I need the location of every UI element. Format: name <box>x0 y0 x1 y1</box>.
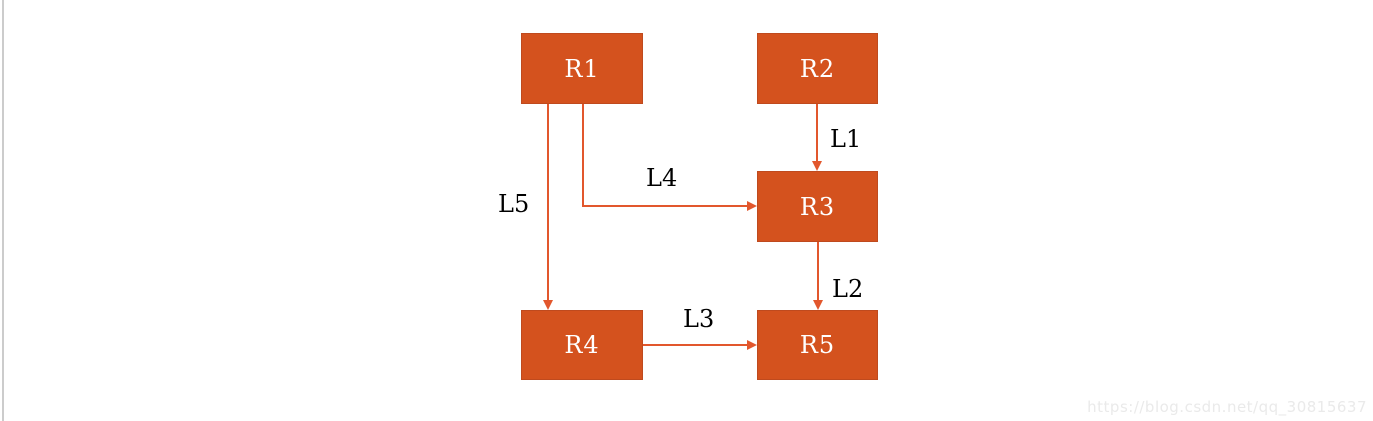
node-r5: R5 <box>757 310 878 380</box>
node-r3: R3 <box>757 171 878 242</box>
node-r2: R2 <box>757 33 878 104</box>
node-r4-label: R4 <box>564 331 600 359</box>
edge-label-l3: L3 <box>683 305 715 333</box>
edge-l1 <box>812 104 822 171</box>
node-r1: R1 <box>521 33 643 104</box>
edge-label-l2: L2 <box>832 275 864 303</box>
edge-l4 <box>582 104 757 211</box>
node-r1-label: R1 <box>564 54 600 83</box>
node-r2-label: R2 <box>799 54 836 83</box>
edge-l3 <box>643 340 757 350</box>
edge-l5 <box>543 104 553 310</box>
node-r4: R4 <box>521 310 643 380</box>
node-r3-label: R3 <box>799 192 836 221</box>
node-r5-label: R5 <box>799 331 836 359</box>
page-left-border-line <box>2 0 4 421</box>
edge-label-l1: L1 <box>830 125 862 153</box>
edge-l2 <box>813 242 823 310</box>
edge-label-l5: L5 <box>498 190 530 218</box>
edge-label-l4: L4 <box>646 164 678 192</box>
watermark-text: https://blog.csdn.net/qq_30815637 <box>1087 398 1367 416</box>
